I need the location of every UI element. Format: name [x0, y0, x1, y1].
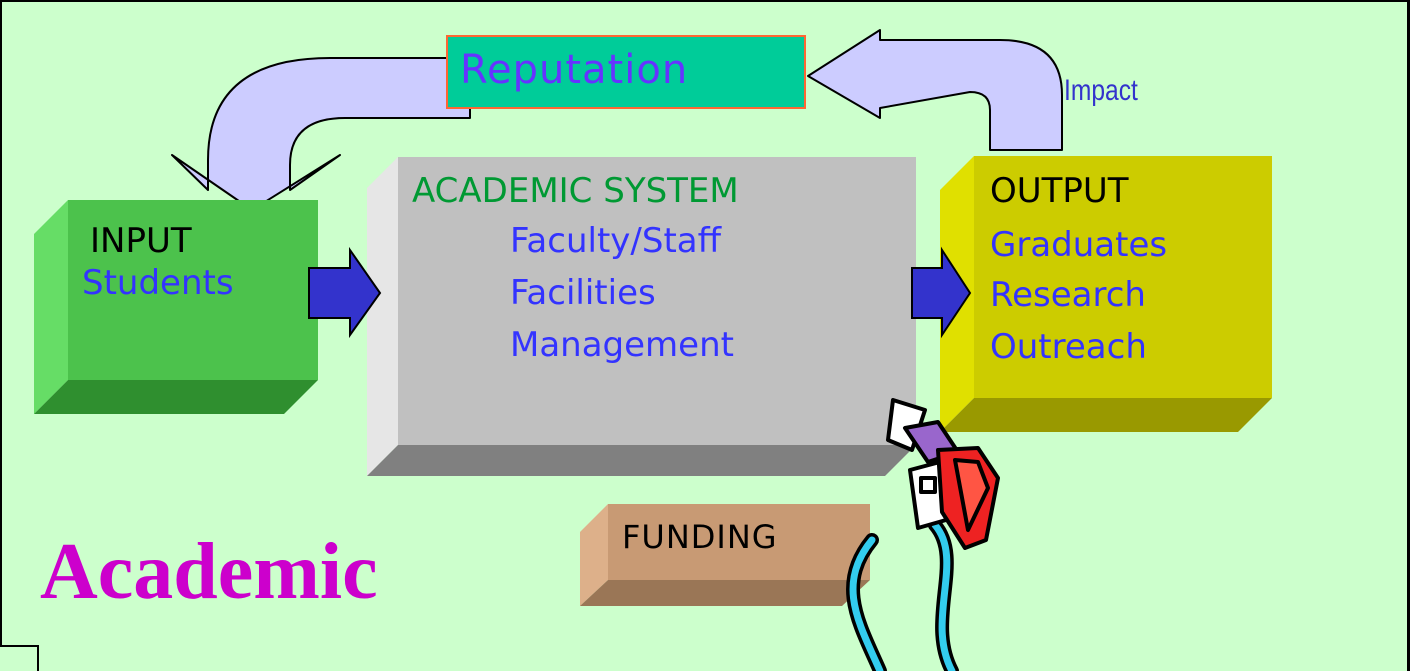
flow-arrow-system-to-output	[911, 246, 972, 339]
fuel-nozzle-icon	[886, 398, 1000, 550]
funding-box-bottom	[580, 580, 870, 606]
input-item-students: Students	[82, 263, 234, 303]
output-item-outreach: Outreach	[990, 327, 1147, 367]
output-box	[940, 156, 1272, 432]
frame-left-lower	[37, 645, 39, 671]
system-box-front	[398, 157, 916, 445]
output-box-front	[974, 156, 1272, 398]
system-title: ACADEMIC SYSTEM	[412, 171, 739, 211]
output-box-bottom	[940, 398, 1272, 432]
funding-box-side	[580, 504, 608, 606]
input-title: INPUT	[90, 221, 192, 261]
reputation-label: Reputation	[460, 47, 689, 93]
output-item-research: Research	[990, 275, 1146, 315]
system-box-bottom	[367, 445, 916, 476]
system-item-facilities: Facilities	[510, 273, 656, 313]
curved-arrow-reputation-to-input	[171, 57, 471, 211]
output-item-graduates: Graduates	[990, 225, 1168, 265]
frame-bottom-left	[0, 645, 38, 647]
system-box-side	[367, 157, 398, 476]
frame-left	[0, 0, 2, 646]
funding-box	[580, 504, 870, 606]
input-box	[34, 200, 318, 414]
reputation-box	[446, 35, 806, 109]
fuel-hose	[846, 518, 959, 671]
input-box-front	[68, 200, 318, 380]
funding-box-front	[608, 504, 870, 580]
input-box-side	[34, 200, 68, 414]
impact-label: Impact	[1064, 74, 1138, 107]
system-item-faculty-staff: Faculty/Staff	[510, 221, 722, 261]
input-box-bottom	[34, 380, 318, 414]
frame-top	[0, 0, 1410, 2]
system-item-management: Management	[510, 325, 734, 365]
system-box	[367, 157, 916, 476]
caption-academic: Academic	[40, 528, 378, 616]
flow-arrow-input-to-system	[308, 246, 382, 339]
curved-arrow-output-to-reputation	[807, 29, 1063, 151]
output-title: OUTPUT	[990, 171, 1129, 211]
frame-right	[1407, 0, 1410, 671]
funding-label: FUNDING	[622, 518, 778, 556]
